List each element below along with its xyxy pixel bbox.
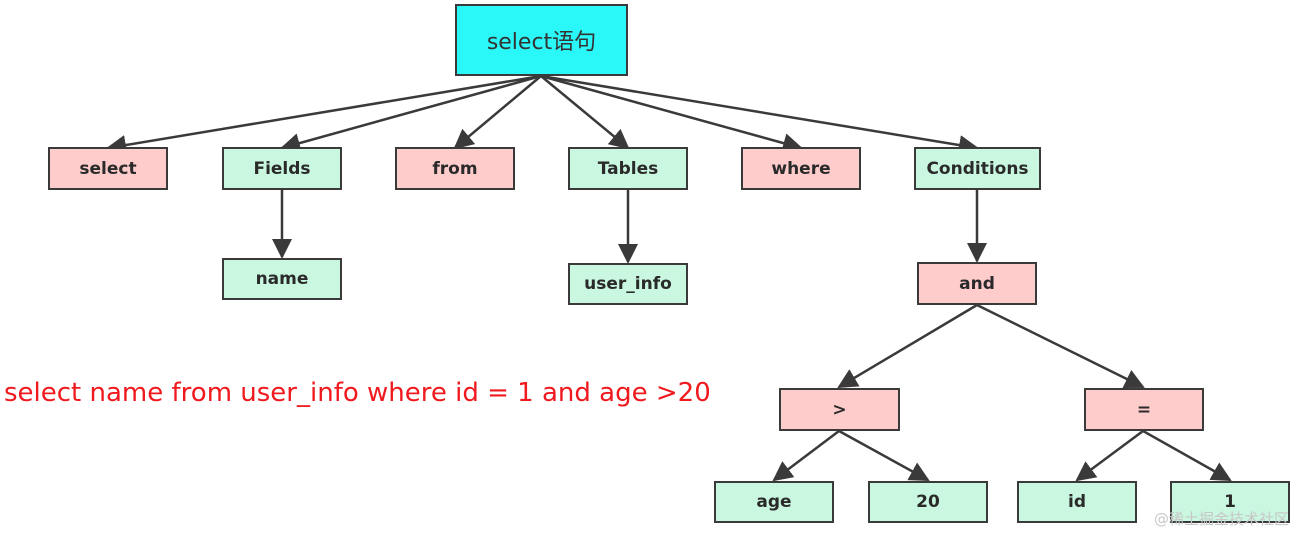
equals-node: = (1084, 388, 1204, 431)
edge-eq-id (1075, 429, 1144, 482)
edge-root-conditions (540, 74, 979, 155)
edge-root-fields (280, 74, 542, 153)
where-keyword-node: where (741, 147, 861, 190)
user-info-node: user_info (568, 263, 688, 305)
id-node: id (1017, 481, 1137, 523)
edge-root-from (453, 75, 542, 150)
edge-root-where (540, 74, 803, 153)
edge-root-tables (540, 75, 630, 150)
conditions-node: Conditions (914, 147, 1041, 190)
and-node: and (917, 262, 1037, 305)
edge-root-select (106, 74, 542, 155)
one-node: 1 (1170, 481, 1290, 523)
edge-gt-age (772, 430, 840, 482)
edge-gt-20 (838, 429, 930, 482)
watermark: @稀土掘金技术社区 (1153, 510, 1289, 528)
age-node: age (714, 481, 834, 523)
tables-node: Tables (568, 147, 688, 190)
twenty-node: 20 (868, 481, 988, 523)
edge-eq-1 (1142, 429, 1232, 482)
name-node: name (222, 258, 342, 300)
root-node: select语句 (455, 4, 628, 76)
edge-and-gt (837, 303, 978, 389)
greater-than-node: > (779, 388, 900, 431)
sql-query-text: select name from user_info where id = 1 … (4, 378, 711, 408)
edge-and-eq (976, 303, 1145, 389)
from-keyword-node: from (395, 147, 515, 190)
fields-node: Fields (222, 147, 342, 190)
select-keyword-node: select (48, 147, 168, 190)
